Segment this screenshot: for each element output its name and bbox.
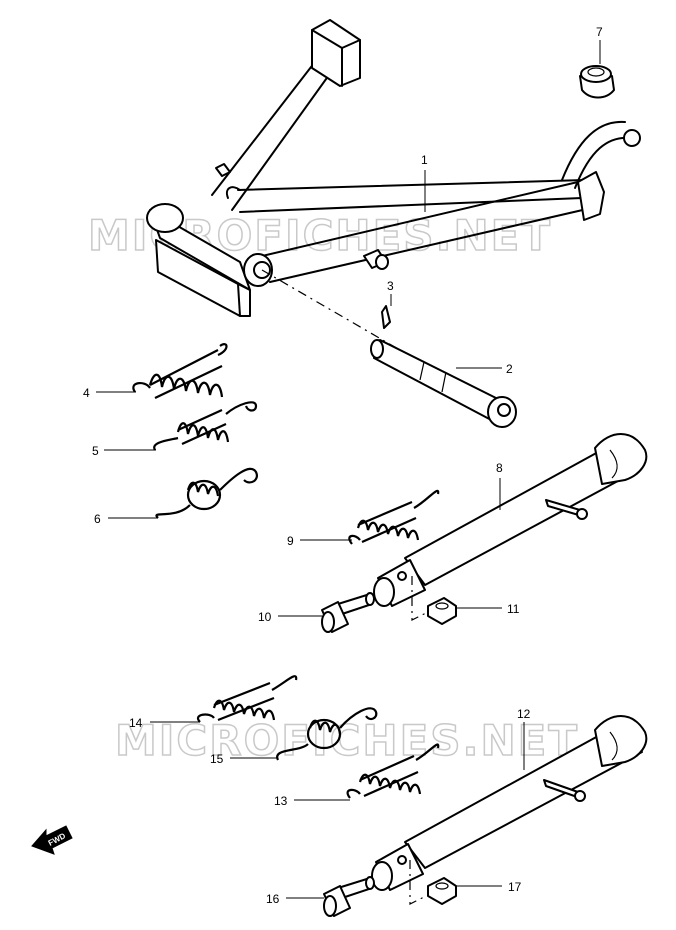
center-stand xyxy=(146,19,641,351)
callout-3: 3 xyxy=(387,279,394,306)
spring-4 xyxy=(132,343,228,399)
spring-5 xyxy=(153,401,258,451)
callout-2: 2 xyxy=(456,362,513,376)
svg-text:8: 8 xyxy=(496,461,503,475)
cotter-pin xyxy=(381,305,391,329)
svg-text:9: 9 xyxy=(287,534,294,548)
side-stand-12 xyxy=(371,715,648,905)
bolt-10 xyxy=(321,592,375,633)
callout-13: 13 xyxy=(274,794,350,808)
svg-text:15: 15 xyxy=(210,752,224,766)
spring-13 xyxy=(346,743,440,799)
callout-7: 7 xyxy=(596,25,603,64)
svg-text:3: 3 xyxy=(387,279,394,293)
svg-text:14: 14 xyxy=(129,716,143,730)
callout-16: 16 xyxy=(266,892,324,906)
svg-text:12: 12 xyxy=(517,707,531,721)
callout-12: 12 xyxy=(517,707,531,770)
svg-text:2: 2 xyxy=(506,362,513,376)
svg-text:16: 16 xyxy=(266,892,280,906)
stopper-cap xyxy=(579,65,615,99)
svg-text:6: 6 xyxy=(94,512,101,526)
watermark-lower: MICROFICHES.NET xyxy=(114,715,579,766)
svg-text:13: 13 xyxy=(274,794,288,808)
svg-text:4: 4 xyxy=(83,386,90,400)
arrow-left-icon xyxy=(31,825,73,855)
svg-text:7: 7 xyxy=(596,25,603,39)
svg-text:5: 5 xyxy=(92,444,99,458)
callout-8: 8 xyxy=(496,461,503,510)
callout-5: 5 xyxy=(92,444,156,458)
callout-10: 10 xyxy=(258,610,322,624)
svg-text:1: 1 xyxy=(421,153,428,167)
callout-15: 15 xyxy=(210,752,278,766)
callout-11: 11 xyxy=(456,602,520,616)
stand-shaft xyxy=(370,339,517,428)
svg-text:11: 11 xyxy=(507,602,520,616)
svg-text:17: 17 xyxy=(508,880,522,894)
svg-text:MICROFICHES.NET: MICROFICHES.NET xyxy=(115,716,579,765)
callout-14: 14 xyxy=(129,716,200,730)
callout-9: 9 xyxy=(287,534,352,548)
spring-9 xyxy=(348,489,440,545)
bolt-16 xyxy=(323,876,375,917)
nut-17 xyxy=(427,877,457,905)
callout-17: 17 xyxy=(456,880,522,894)
callout-1: 1 xyxy=(421,153,428,212)
callout-6: 6 xyxy=(94,512,158,526)
nut-11 xyxy=(427,597,457,625)
spring-6 xyxy=(155,467,258,519)
spring-15 xyxy=(276,707,378,761)
callout-4: 4 xyxy=(83,386,136,400)
spring-14 xyxy=(197,675,298,723)
side-stand-8 xyxy=(373,433,648,621)
svg-text:10: 10 xyxy=(258,610,272,624)
